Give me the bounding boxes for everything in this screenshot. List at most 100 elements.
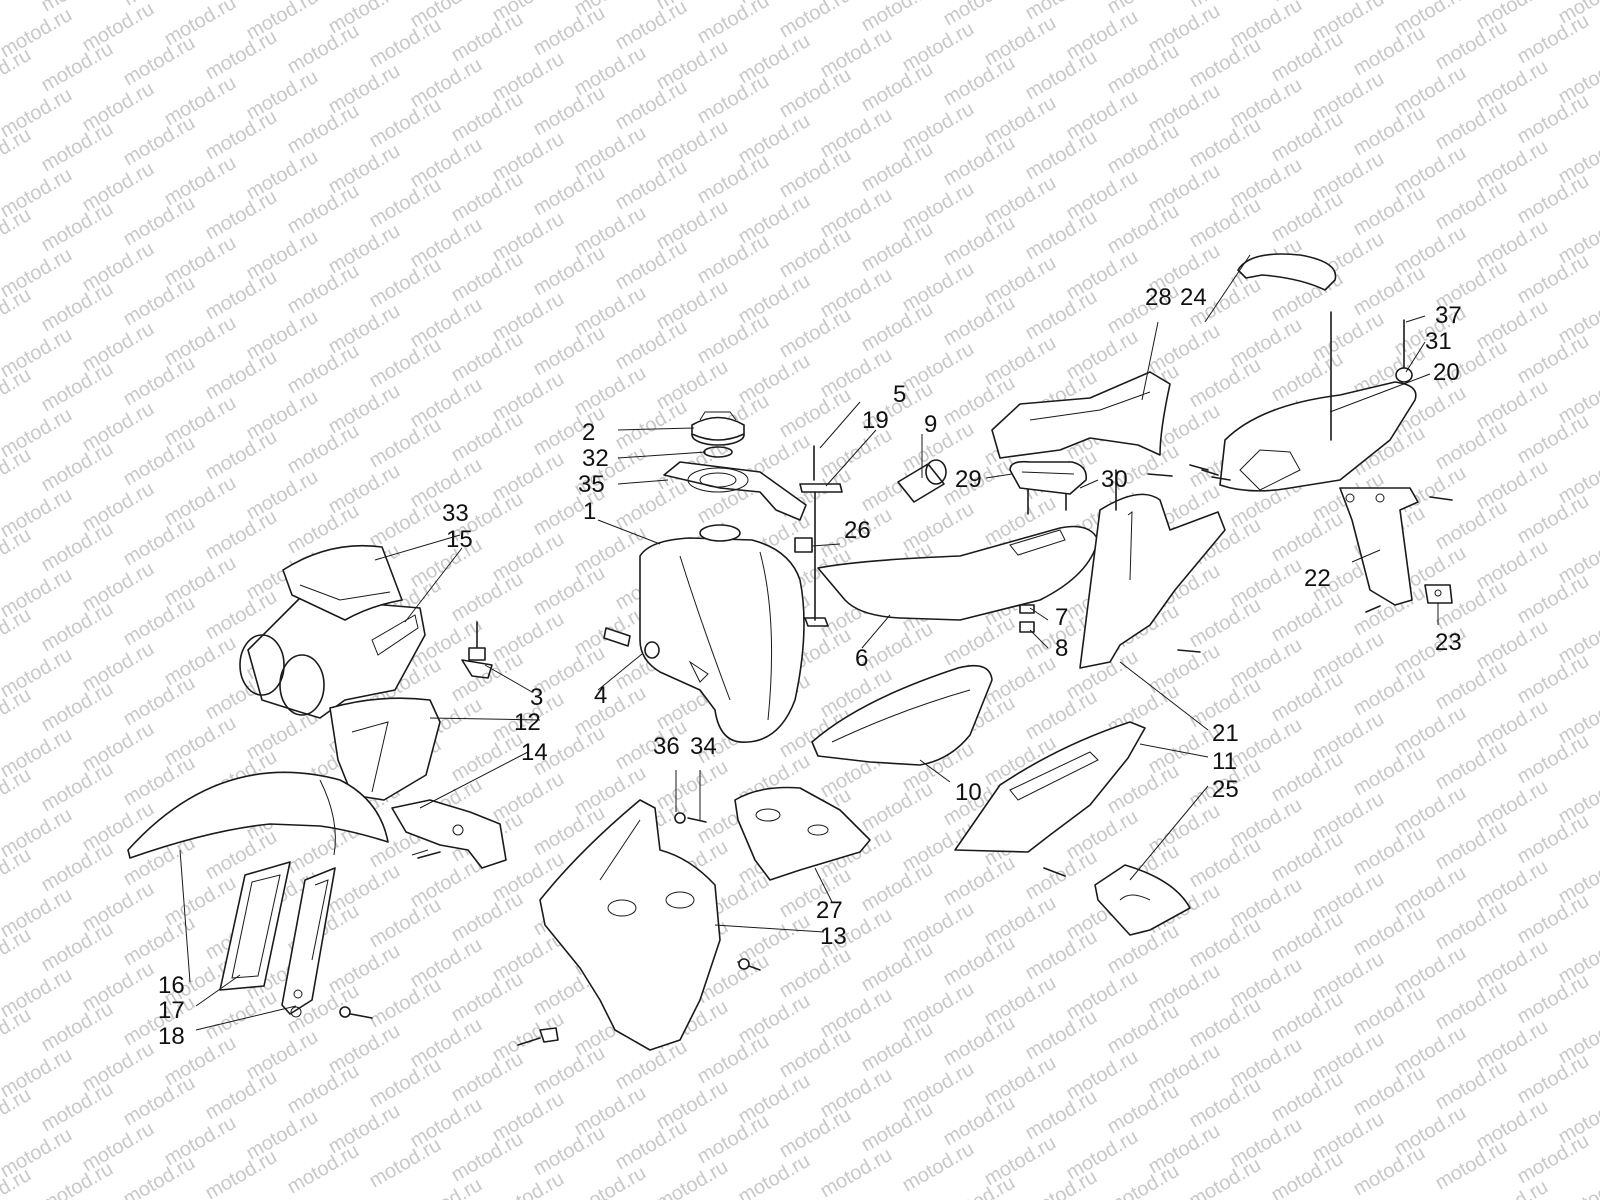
watermark-text: motod.ru	[1514, 250, 1593, 309]
tank-cover-plate	[663, 461, 807, 521]
watermark-text: motod.ru	[940, 292, 1019, 351]
watermark-text: motod.ru	[776, 224, 855, 283]
watermark-text: motod.ru	[858, 298, 937, 357]
watermark-text: motod.ru	[366, 1054, 445, 1113]
watermark-text: motod.ru	[530, 242, 609, 301]
watermark-text: motod.ru	[120, 592, 199, 651]
watermark-text: motod.ru	[530, 322, 609, 381]
watermark-text: motod.ru	[1186, 354, 1265, 413]
watermark-text: motod.ru	[858, 1098, 937, 1157]
watermark-text: motod.ru	[120, 1152, 199, 1200]
tail-grab-handle	[1237, 253, 1337, 291]
watermark-text: motod.ru	[1350, 182, 1429, 241]
watermark-text: motod.ru	[202, 106, 281, 165]
callout-35: 35	[578, 471, 605, 498]
watermark-text: motod.ru	[202, 266, 281, 325]
watermark-text: motod.ru	[448, 408, 527, 467]
callout-labels: 1 2 3 4 5 6 7 8 9 10 11 12 13 14 15 16 1…	[158, 284, 1462, 1050]
watermark-text: motod.ru	[1186, 834, 1265, 893]
windscreen	[282, 544, 403, 621]
callout-36: 36	[653, 733, 680, 760]
watermark-text: motod.ru	[120, 1072, 199, 1131]
watermark-text: motod.ru	[38, 358, 117, 417]
callout-19: 19	[862, 407, 889, 434]
callout-25: 25	[1212, 776, 1239, 803]
side-number-plate	[811, 664, 993, 766]
callout-16: 16	[158, 972, 185, 999]
watermark-text: motod.ru	[38, 1158, 117, 1200]
callout-24: 24	[1180, 284, 1207, 311]
watermark-text: motod.ru	[1022, 46, 1101, 105]
watermark-text: motod.ru	[1350, 822, 1429, 881]
watermark-text: motod.ru	[1432, 176, 1511, 235]
fork-bracket	[391, 799, 507, 869]
watermark-text: motod.ru	[38, 758, 117, 817]
watermark-text: motod.ru	[38, 278, 117, 337]
watermark-text: motod.ru	[1104, 1000, 1183, 1059]
watermark-text: motod.ru	[1268, 988, 1347, 1047]
callout-10: 10	[955, 779, 982, 806]
watermark-text: motod.ru	[1350, 1142, 1429, 1200]
watermark-text: motod.ru	[202, 186, 281, 245]
watermark-text: motod.ru	[1514, 810, 1593, 869]
watermark-text: motod.ru	[1432, 736, 1511, 795]
watermark-text: motod.ru	[858, 1018, 937, 1077]
watermark-text: motod.ru	[38, 198, 117, 257]
watermark-text: motod.ru	[530, 1122, 609, 1181]
watermark-text: motod.ru	[366, 894, 445, 953]
watermark-text: motod.ru	[202, 346, 281, 405]
watermark-text: motod.ru	[612, 476, 691, 535]
watermark-text: motod.ru	[1473, 1176, 1552, 1200]
watermark-text: motod.ru	[612, 396, 691, 455]
watermark-text: motod.ru	[653, 1156, 732, 1200]
watermark-text: motod.ru	[1186, 1074, 1265, 1133]
watermark-text: motod.ru	[1514, 1050, 1593, 1109]
tail-bolts	[1201, 469, 1231, 481]
watermark-text: motod.ru	[940, 612, 1019, 671]
watermark-text: motod.ru	[858, 138, 937, 197]
watermark-text: motod.ru	[366, 94, 445, 153]
callout-11: 11	[1212, 748, 1237, 775]
watermark-text: motod.ru	[1514, 970, 1593, 1029]
watermark-text: motod.ru	[1350, 262, 1429, 321]
callout-20: 20	[1433, 359, 1460, 386]
watermark-text: motod.ru	[1104, 200, 1183, 259]
watermark-text: motod.ru	[284, 260, 363, 319]
watermark-text: motod.ru	[1022, 126, 1101, 185]
watermark-text: motod.ru	[1350, 102, 1429, 161]
callout-29: 29	[955, 466, 982, 493]
radiator-shroud	[539, 799, 721, 1051]
callout-31: 31	[1425, 328, 1452, 355]
watermark-text: motod.ru	[1514, 570, 1593, 629]
watermark-text: motod.ru	[1186, 1154, 1265, 1200]
watermark-text: motod.ru	[1514, 170, 1593, 229]
callout-18: 18	[158, 1023, 185, 1050]
watermark-text: motod.ru	[1514, 650, 1593, 709]
watermark-text: motod.ru	[1432, 816, 1511, 875]
watermark-text: motod.ru	[1022, 686, 1101, 745]
watermark-text: motod.ru	[1596, 484, 1600, 543]
tank-bolt	[603, 627, 660, 659]
watermark-text: motod.ru	[120, 672, 199, 731]
watermark-text: motod.ru	[1514, 90, 1593, 149]
watermark-text: motod.ru	[448, 648, 527, 707]
watermark-text: motod.ru	[1596, 324, 1600, 383]
watermark-text: motod.ru	[940, 1012, 1019, 1071]
license-plate-holder	[1339, 487, 1419, 606]
watermark-text: motod.ru	[1268, 188, 1347, 247]
watermark-text: motod.ru	[1104, 40, 1183, 99]
watermark-text: motod.ru	[1596, 1044, 1600, 1103]
callout-1: 1	[583, 498, 596, 525]
watermark-text: motod.ru	[120, 32, 199, 91]
watermark-text: motod.ru	[407, 1174, 486, 1200]
watermark-text: motod.ru	[120, 352, 199, 411]
watermark-text: motod.ru	[366, 14, 445, 73]
callout-28: 28	[1145, 284, 1172, 311]
watermark-text: motod.ru	[776, 144, 855, 203]
watermark-text: motod.ru	[1514, 490, 1593, 549]
watermark-text: motod.ru	[1268, 1068, 1347, 1127]
rear-tail-section	[1219, 311, 1417, 492]
watermark-text: motod.ru	[202, 506, 281, 565]
watermark-text: motod.ru	[448, 568, 527, 627]
watermark-text: motod.ru	[284, 340, 363, 399]
